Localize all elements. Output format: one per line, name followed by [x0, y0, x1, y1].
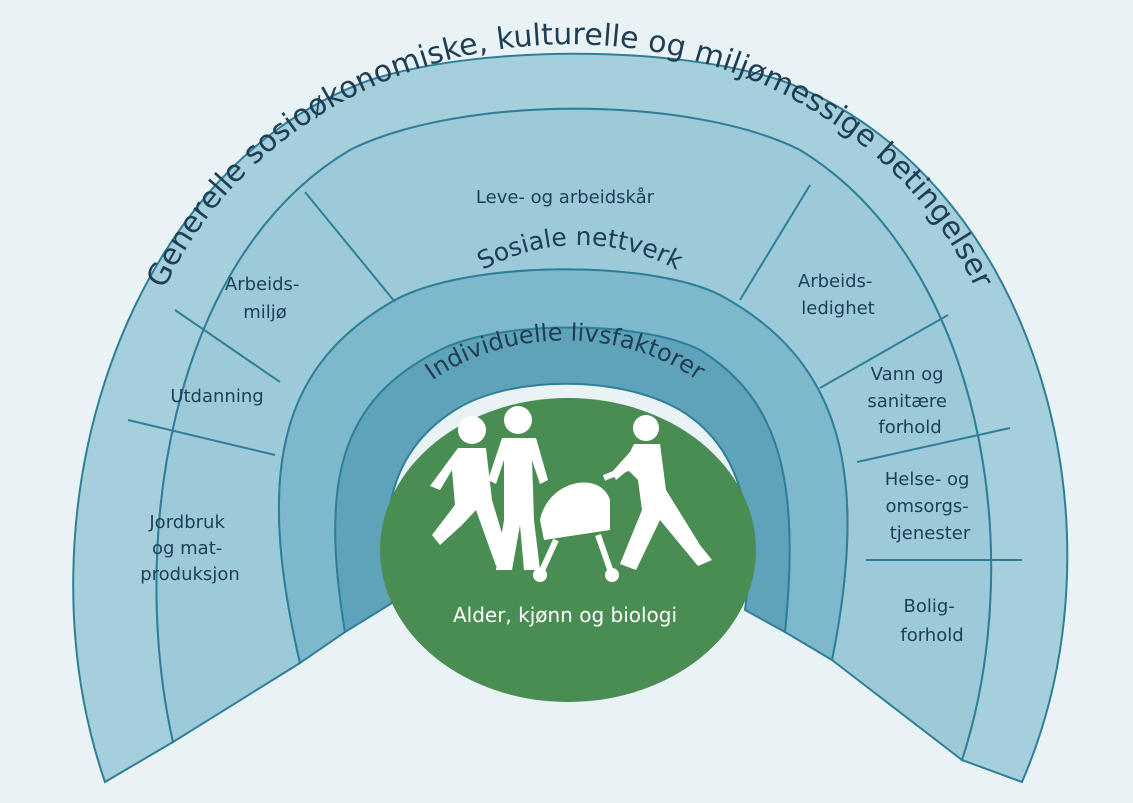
- segment-boligforhold: Bolig- forhold: [900, 596, 963, 646]
- segment-vann-og-sanitaere: Vann og sanitære forhold: [867, 364, 952, 438]
- segment-dividers: [127, 184, 1022, 561]
- top-segment-label: Leve- og arbeidskår: [476, 187, 655, 208]
- center-label: Alder, kjønn og biologi: [453, 603, 677, 627]
- people-silhouette-icon: [430, 406, 712, 582]
- individual-band: [334, 326, 791, 634]
- segment-arbeidsmiljo: Arbeids- miljø: [225, 274, 305, 323]
- segment-arbeidsledighet: Arbeids- ledighet: [798, 271, 878, 319]
- segment-helse-og-omsorg: Helse- og omsorgs- tjenester: [885, 469, 975, 544]
- segment-jordbruk: Jordbruk og mat- produksjon: [140, 512, 240, 585]
- segment-utdanning: Utdanning: [170, 386, 263, 407]
